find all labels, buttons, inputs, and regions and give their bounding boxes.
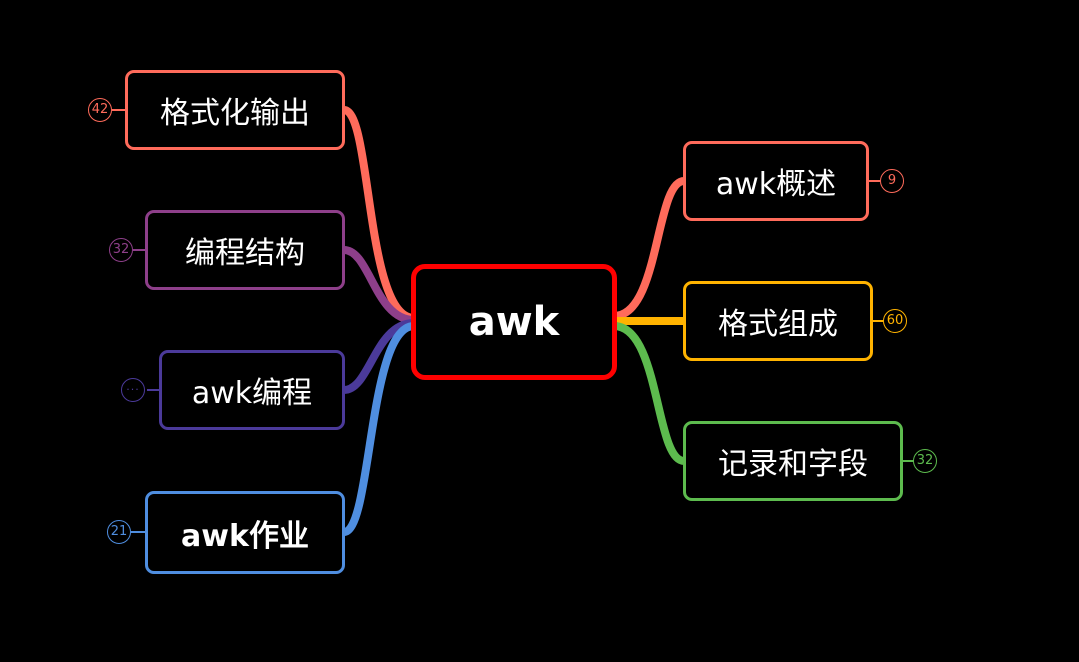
connector-awk-programming [340, 319, 418, 394]
connector-programming-structure [340, 246, 418, 324]
topic-awk-programming[interactable]: awk编程 [159, 350, 345, 430]
connector-format-output [340, 106, 418, 322]
topic-format-output[interactable]: 格式化输出 [125, 70, 345, 150]
badge-programming-structure[interactable]: 32 [109, 238, 133, 262]
topic-awk-homework[interactable]: awk作业 [145, 491, 345, 574]
connector-awk-homework [340, 322, 418, 536]
badge-collapsed-awk-programming[interactable]: ··· [121, 378, 145, 402]
badge-records-fields[interactable]: 32 [913, 449, 937, 473]
connector-awk-overview [610, 177, 688, 320]
badge-format-composition[interactable]: 60 [883, 309, 907, 333]
topic-programming-structure[interactable]: 编程结构 [145, 210, 345, 290]
badge-format-output[interactable]: 42 [88, 98, 112, 122]
badge-awk-homework[interactable]: 21 [107, 520, 131, 544]
root-node[interactable]: awk [411, 264, 617, 380]
topic-records-fields[interactable]: 记录和字段 [683, 421, 903, 501]
topic-awk-overview[interactable]: awk概述 [683, 141, 869, 221]
badge-awk-overview[interactable]: 9 [880, 169, 904, 193]
topic-format-composition[interactable]: 格式组成 [683, 281, 873, 361]
connector-records-fields [610, 322, 688, 465]
